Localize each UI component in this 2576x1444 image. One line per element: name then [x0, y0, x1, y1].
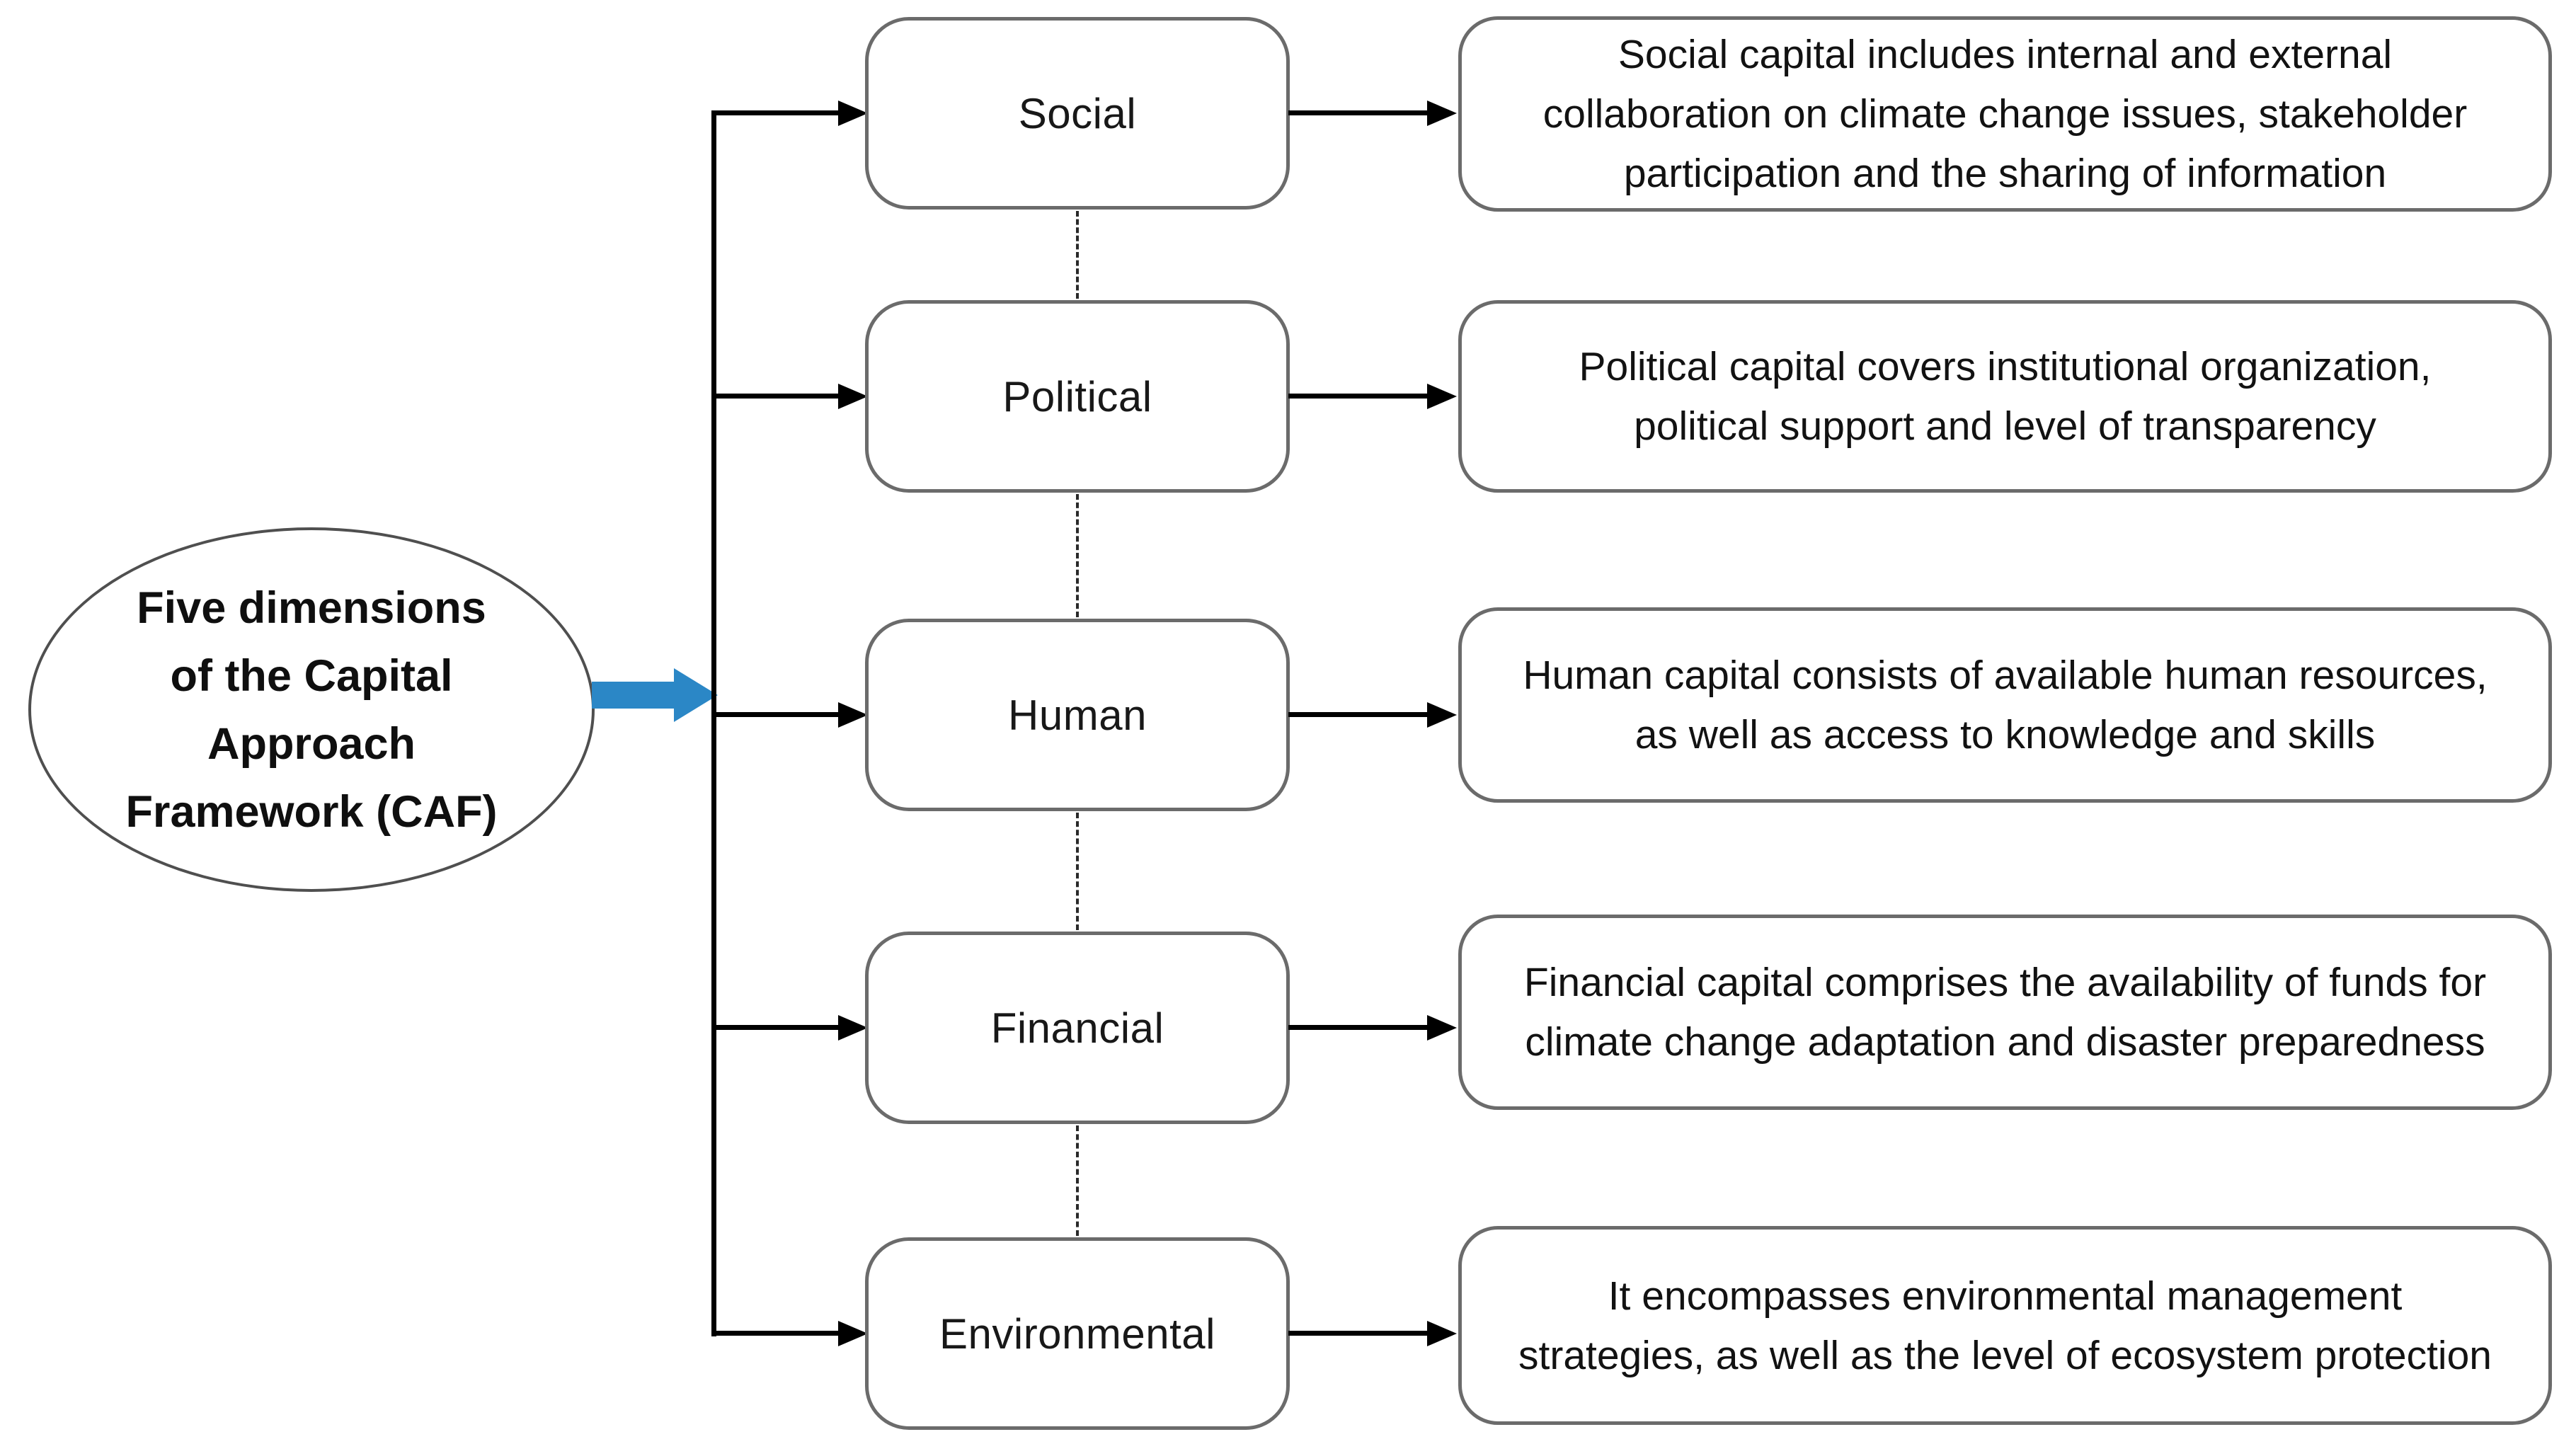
- node-social-label: Social: [1018, 89, 1137, 137]
- node-political-label: Political: [1002, 372, 1152, 420]
- blue-arrow-shaft: [592, 682, 680, 709]
- node-political: Political: [865, 300, 1290, 493]
- trunk-line: [711, 110, 716, 1336]
- node-human-label: Human: [1008, 691, 1147, 739]
- desc-arrow-line: [1288, 110, 1430, 115]
- desc-arrow-line: [1288, 1025, 1430, 1030]
- branch-arrow-line: [714, 394, 841, 399]
- desc-arrow-line: [1288, 1331, 1430, 1336]
- description-political-text: Political capital covers institutional o…: [1579, 344, 2432, 449]
- desc-arrow-line: [1288, 394, 1430, 399]
- right-arrowhead-icon: [1427, 1321, 1457, 1346]
- right-arrowhead-icon: [838, 384, 868, 409]
- node-human: Human: [865, 619, 1290, 811]
- node-financial-label: Financial: [990, 1004, 1164, 1052]
- right-arrowhead-icon: [838, 702, 868, 728]
- right-arrowhead-icon: [838, 101, 868, 126]
- dashed-connector-human-financial: [1076, 813, 1079, 930]
- description-environmental-text: It encompasses environmental management …: [1518, 1273, 2492, 1378]
- right-arrowhead-icon: [838, 1321, 868, 1346]
- dashed-connector-social-political: [1076, 211, 1079, 299]
- branch-arrow-line: [714, 1331, 841, 1336]
- description-environmental: It encompasses environmental management …: [1458, 1226, 2552, 1425]
- blue-arrow-head: [674, 668, 718, 722]
- desc-arrow-line: [1288, 712, 1430, 717]
- description-financial: Financial capital comprises the availabi…: [1458, 915, 2552, 1110]
- node-environmental-label: Environmental: [939, 1310, 1216, 1358]
- node-financial: Financial: [865, 932, 1290, 1124]
- description-human: Human capital consists of available huma…: [1458, 607, 2552, 803]
- description-social: Social capital includes internal and ext…: [1458, 16, 2552, 212]
- dashed-connector-political-human: [1076, 494, 1079, 617]
- branch-arrow-line: [714, 110, 841, 115]
- dashed-connector-financial-environmental: [1076, 1125, 1079, 1236]
- description-human-text: Human capital consists of available huma…: [1523, 653, 2488, 757]
- branch-arrow-line: [714, 1025, 841, 1030]
- right-arrowhead-icon: [1427, 702, 1457, 728]
- right-arrowhead-icon: [838, 1015, 868, 1041]
- right-arrowhead-icon: [1427, 384, 1457, 409]
- node-environmental: Environmental: [865, 1237, 1290, 1430]
- node-social: Social: [865, 17, 1290, 210]
- description-financial-text: Financial capital comprises the availabi…: [1523, 960, 2487, 1065]
- right-arrowhead-icon: [1427, 101, 1457, 126]
- description-social-text: Social capital includes internal and ext…: [1542, 32, 2468, 196]
- root-node-ellipse: Five dimensions of the Capital Approach …: [28, 527, 595, 892]
- description-political: Political capital covers institutional o…: [1458, 300, 2552, 493]
- root-node-label: Five dimensions of the Capital Approach …: [125, 583, 498, 837]
- branch-arrow-line: [714, 712, 841, 717]
- right-arrowhead-icon: [1427, 1015, 1457, 1041]
